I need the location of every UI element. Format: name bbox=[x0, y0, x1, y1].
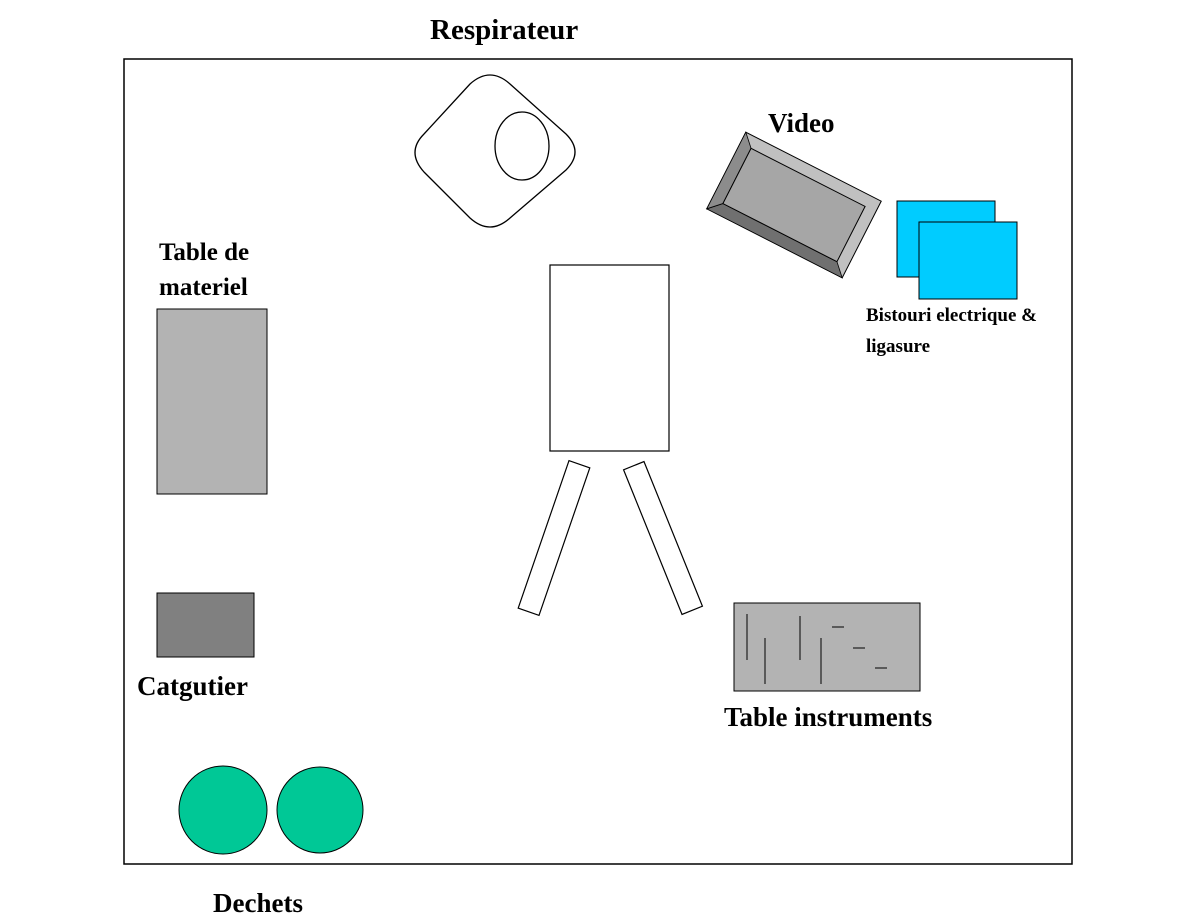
dechets-bins bbox=[178, 765, 364, 855]
dechets-bin-right bbox=[276, 766, 364, 854]
dechets-bin-left bbox=[178, 765, 268, 855]
table-materiel bbox=[156, 308, 268, 495]
label-table-instruments: Table instruments bbox=[724, 702, 933, 732]
catgutier bbox=[156, 592, 255, 658]
room-frame bbox=[123, 58, 1073, 865]
label-dechets: Dechets bbox=[213, 888, 303, 918]
table-instruments bbox=[733, 602, 921, 692]
leg-support-right bbox=[622, 460, 704, 616]
label-respirateur: Respirateur bbox=[430, 14, 579, 46]
video-monitor bbox=[705, 131, 882, 279]
label-video: Video bbox=[768, 108, 835, 138]
label-table-materiel: Table de materiel bbox=[159, 239, 250, 301]
label-catgutier: Catgutier bbox=[137, 671, 248, 701]
label-bistouri-ligasure: Bistouri electrique & ligasure bbox=[866, 305, 1037, 357]
leg-support-left bbox=[517, 459, 591, 617]
respirateur-shape bbox=[414, 74, 576, 228]
patient-table bbox=[549, 264, 670, 452]
bistouri-ligasure-units bbox=[896, 200, 1018, 300]
